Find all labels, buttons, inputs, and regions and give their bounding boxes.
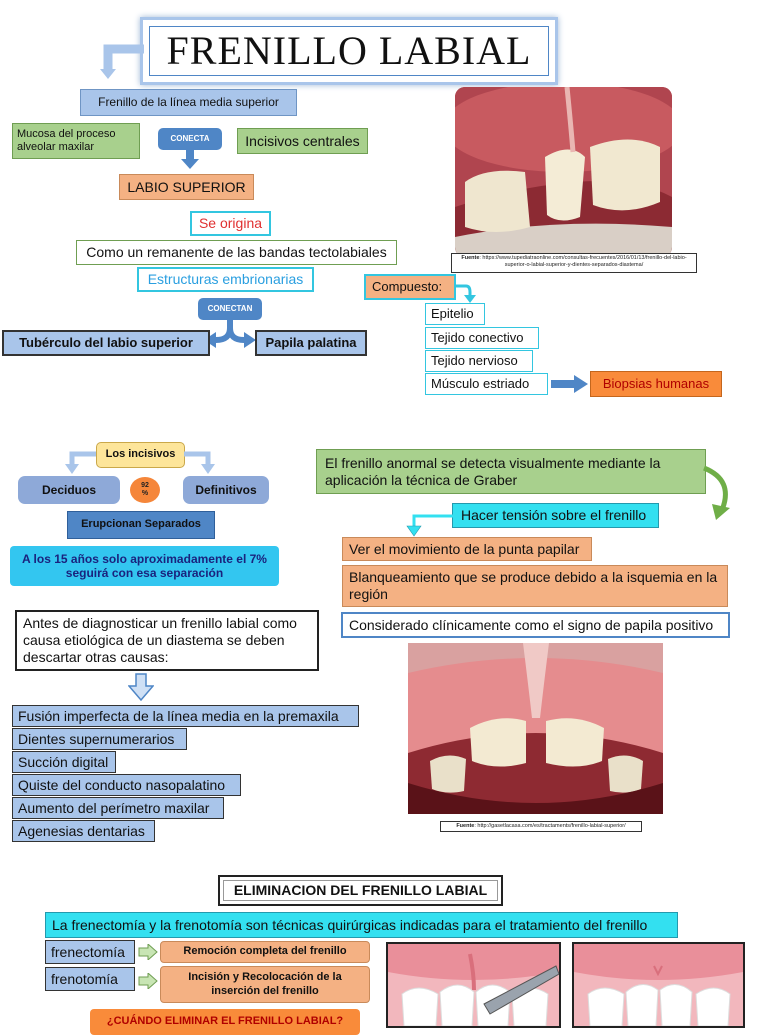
photo-1-source: Fuente: https://www.tupediatraonline.com… [451,253,697,273]
eliminacion-title: ELIMINACION DEL FRENILLO LABIAL [218,875,503,906]
causa-item-3: Succión digital [12,751,116,773]
frenotomia-desc-box: Incisión y Recolocación de la inserción … [160,966,370,1003]
graber-intro-box: El frenillo anormal se detecta visualmen… [316,449,706,494]
labio-superior-box: LABIO SUPERIOR [119,174,254,200]
causa-item-4: Quiste del conducto nasopalatino [12,774,241,796]
deciduos-box: Deciduos [18,476,120,504]
teeth-scalpel-illustration [388,944,559,1026]
compuesto-box: Compuesto: [364,274,456,300]
right-arrow-green-icon [138,973,158,989]
frenotomia-illustration [572,942,745,1028]
right-arrow-green-icon [138,944,158,960]
mouth-photo-2-illustration [408,643,663,814]
conectan-badge: CONECTAN [198,298,262,320]
remanente-box: Como un remanente de las bandas tectolab… [76,240,397,265]
frenectomia-desc-box: Remoción completa del frenillo [160,941,370,963]
epitelio-item: Epitelio [425,303,485,325]
frenillo-photo-2 [408,643,663,814]
photo-2-source: Fuente: http://gasetlacasa.com/es/tracta… [440,821,642,832]
causa-item-6: Agenesias dentarias [12,820,155,842]
movimiento-box: Ver el movimiento de la punta papilar [342,537,592,561]
signo-papila-box: Considerado clínicamente como el signo d… [341,612,730,638]
elbow-arrow-right-icon [184,451,215,474]
teeth-after-illustration [574,944,743,1026]
musculo-estriado-item: Músculo estriado [425,373,548,395]
small-elbow-arrow-icon [406,514,454,537]
frenillo-linea-media-box: Frenillo de la línea media superior [80,89,297,116]
causa-item-2: Dientes supernumerarios [12,728,187,750]
blanqueamiento-box: Blanqueamiento que se produce debido a l… [342,565,728,607]
title-text: FRENILLO LABIAL [166,28,532,73]
right-arrow-icon [551,375,588,393]
quince-anos-box: A los 15 años solo aproximadamente el 7%… [10,546,279,586]
cuando-eliminar-box: ¿CUÁNDO ELIMINAR EL FRENILLO LABIAL? [90,1009,360,1035]
papila-palatina-box: Papila palatina [255,330,367,356]
elbow-arrow-icon [100,44,144,79]
tuberculo-box: Tubérculo del labio superior [2,330,210,356]
tension-box: Hacer tensión sobre el frenillo [452,503,659,528]
conecta-badge: CONECTA [158,128,222,150]
curved-green-arrow-icon [702,465,730,520]
percent-badge: 92 % [130,477,160,503]
frenectomia-box: frenectomía [45,940,135,964]
tejido-nervioso-item: Tejido nervioso [425,350,533,372]
diagnostico-intro-box: Antes de diagnosticar un frenillo labial… [15,610,319,671]
tejido-conectivo-item: Tejido conectivo [425,327,539,349]
frenotomia-box: frenotomía [45,967,135,991]
down-outline-arrow-icon [128,673,154,701]
estructuras-box: Estructuras embrionarias [137,267,314,292]
definitivos-box: Definitivos [183,476,269,504]
frenectomia-illustration [386,942,561,1028]
causa-item-1: Fusión imperfecta de la línea media en l… [12,705,359,727]
se-origina-box: Se origina [190,211,271,236]
biopsias-box: Biopsias humanas [590,371,722,397]
incisivos-centrales-box: Incisivos centrales [237,128,368,154]
causa-item-5: Aumento del perímetro maxilar [12,797,224,819]
down-arrow-icon [181,150,199,169]
tecnicas-box: La frenectomía y la frenotomía son técni… [45,912,678,938]
mouth-photo-illustration [455,87,672,257]
los-incisivos-box: Los incisivos [96,442,185,468]
erupcionan-box: Erupcionan Separados [67,511,215,539]
curved-arrow-icon [454,284,476,303]
elbow-arrow-left-icon [65,451,96,474]
mucosa-box: Mucosa del proceso alveolar maxilar [12,123,140,159]
frenillo-photo-1 [455,87,672,257]
split-arrow-icon [204,318,256,348]
page-title: FRENILLO LABIAL [140,17,558,85]
